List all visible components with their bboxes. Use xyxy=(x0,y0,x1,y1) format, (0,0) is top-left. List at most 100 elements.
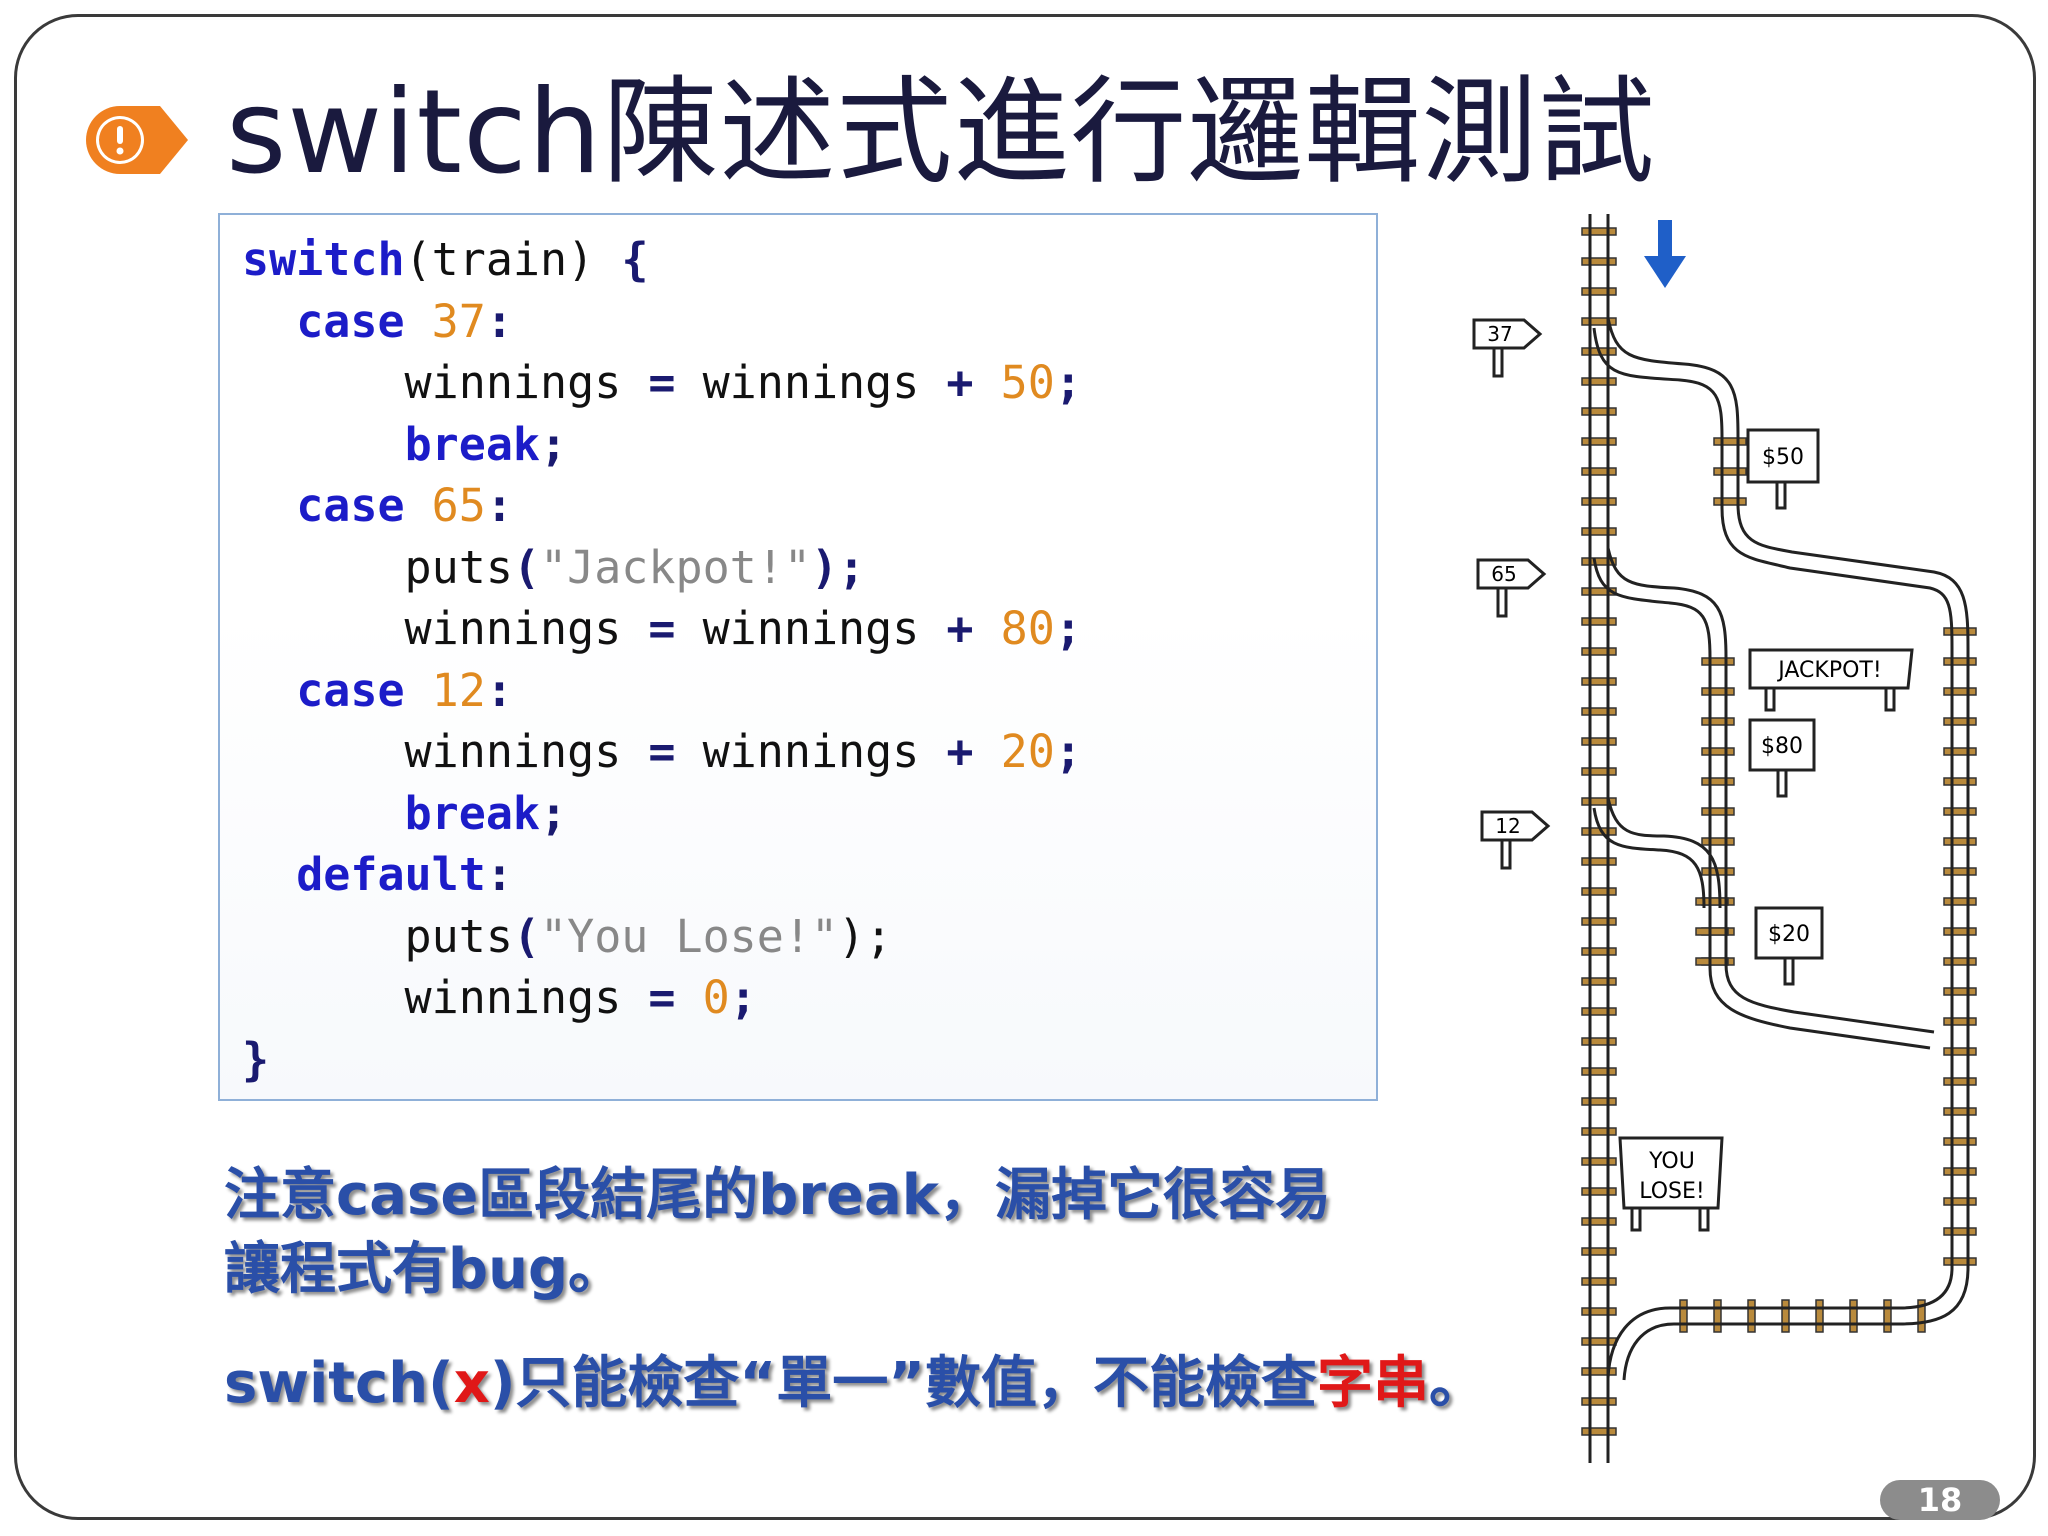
sign-80: $80 xyxy=(1748,718,1816,798)
code-line: case 37: xyxy=(242,291,1082,353)
track-tie xyxy=(1581,1007,1617,1016)
track-tie xyxy=(1581,1097,1617,1106)
start-arrow-icon xyxy=(1644,220,1686,288)
track-tie xyxy=(1943,747,1977,756)
sign-you-label: YOU xyxy=(1648,1149,1695,1174)
code-line: winnings = winnings + 80; xyxy=(242,598,1082,660)
alert-icon xyxy=(86,106,188,174)
note2-part-a: switch( xyxy=(224,1351,454,1416)
code-token: winnings xyxy=(675,356,947,409)
track-tie xyxy=(1581,797,1617,806)
code-token xyxy=(242,848,296,901)
code-token: 0 xyxy=(702,971,730,1024)
code-token: ; xyxy=(729,971,757,1024)
code-token: winnings xyxy=(242,602,649,655)
track-tie xyxy=(1943,1257,1977,1266)
code-token: default xyxy=(296,848,486,901)
code-token: winnings xyxy=(242,356,649,409)
code-listing: switch(train) { case 37: winnings = winn… xyxy=(242,229,1082,1090)
code-token: } xyxy=(242,1032,270,1086)
code-token xyxy=(974,725,1001,778)
code-token: = xyxy=(648,356,676,409)
track-tie xyxy=(1943,837,1977,846)
code-token: 50 xyxy=(1000,356,1055,409)
track-tie xyxy=(1581,977,1617,986)
track-tie xyxy=(1943,927,1977,936)
code-token xyxy=(242,418,405,471)
code-token: = xyxy=(648,971,676,1024)
code-token: "Jackpot!" xyxy=(540,540,811,594)
code-token xyxy=(242,664,296,717)
track-tie xyxy=(1581,1037,1617,1046)
code-token: ; xyxy=(1054,356,1082,409)
code-token: 65 xyxy=(431,479,486,532)
track-tie xyxy=(1581,947,1617,956)
track-tie xyxy=(1781,1299,1790,1333)
code-token: 37 xyxy=(431,294,486,348)
track-tie xyxy=(1713,437,1747,446)
track-tie xyxy=(1581,557,1617,566)
track-tie xyxy=(1943,627,1977,636)
track-tie xyxy=(1581,1157,1617,1166)
sign-65-label: 65 xyxy=(1491,562,1516,586)
track-tie xyxy=(1943,1197,1977,1206)
track-tie xyxy=(1581,707,1617,716)
code-token: : xyxy=(485,294,513,348)
track-tie xyxy=(1701,837,1735,846)
track-tie xyxy=(1943,1167,1977,1176)
code-line: case 65: xyxy=(242,475,1082,537)
track-tie xyxy=(1849,1299,1858,1333)
page-title: switch陳述式進行邏輯測試 xyxy=(226,65,1656,200)
sign-37-label: 37 xyxy=(1487,322,1512,346)
track-tie xyxy=(1581,1187,1617,1196)
code-token: case xyxy=(296,479,405,532)
track-tie xyxy=(1581,647,1617,656)
track-tie xyxy=(1695,897,1729,906)
code-token: case xyxy=(296,663,405,717)
track-tie xyxy=(1701,687,1735,696)
note2-part-b: )只能檢查“單一”數值，不能檢查 xyxy=(489,1351,1318,1416)
code-token: ; xyxy=(1054,725,1082,778)
sign-50: $50 xyxy=(1746,428,1820,510)
track-tie xyxy=(1701,657,1735,666)
track-tie xyxy=(1943,1227,1977,1236)
track-tie xyxy=(1581,1127,1617,1136)
sign-37: 37 xyxy=(1472,318,1543,378)
code-token: "You Lose!" xyxy=(540,909,839,963)
sign-50-label: $50 xyxy=(1762,445,1804,470)
track-tie xyxy=(1943,687,1977,696)
page-number-badge: 18 xyxy=(1880,1480,2000,1520)
track-rails xyxy=(1588,214,1970,1463)
track-tie xyxy=(1943,987,1977,996)
track-tie xyxy=(1581,407,1617,416)
track-tie xyxy=(1581,1247,1617,1256)
code-token: = xyxy=(648,602,676,655)
code-token: winnings xyxy=(675,725,947,778)
track-ties xyxy=(1581,227,1977,1436)
track-tie xyxy=(1943,777,1977,786)
code-token: ; xyxy=(1054,602,1082,655)
code-token: ); xyxy=(838,909,893,963)
code-token: 12 xyxy=(431,663,486,717)
track-tie xyxy=(1581,1067,1617,1076)
sign-jackpot-label: JACKPOT! xyxy=(1776,658,1881,683)
sign-65: 65 xyxy=(1476,558,1547,618)
sign-20-label: $20 xyxy=(1768,922,1810,947)
track-tie xyxy=(1581,1397,1617,1406)
track-tie xyxy=(1943,897,1977,906)
track-tie xyxy=(1943,1047,1977,1056)
track-tie xyxy=(1701,717,1735,726)
track-tie xyxy=(1581,1367,1617,1376)
track-tie xyxy=(1581,1337,1617,1346)
code-line: puts("Jackpot!"); xyxy=(242,537,1082,599)
sign-20: $20 xyxy=(1754,906,1824,986)
track-tie xyxy=(1701,747,1735,756)
track-tie xyxy=(1581,227,1617,236)
code-token: ; xyxy=(540,417,568,471)
code-token: ); xyxy=(810,540,866,594)
sign-80-label: $80 xyxy=(1761,734,1803,759)
code-token: case xyxy=(296,294,405,348)
code-token xyxy=(405,479,432,532)
track-tie xyxy=(1943,1107,1977,1116)
code-line: case 12: xyxy=(242,660,1082,722)
